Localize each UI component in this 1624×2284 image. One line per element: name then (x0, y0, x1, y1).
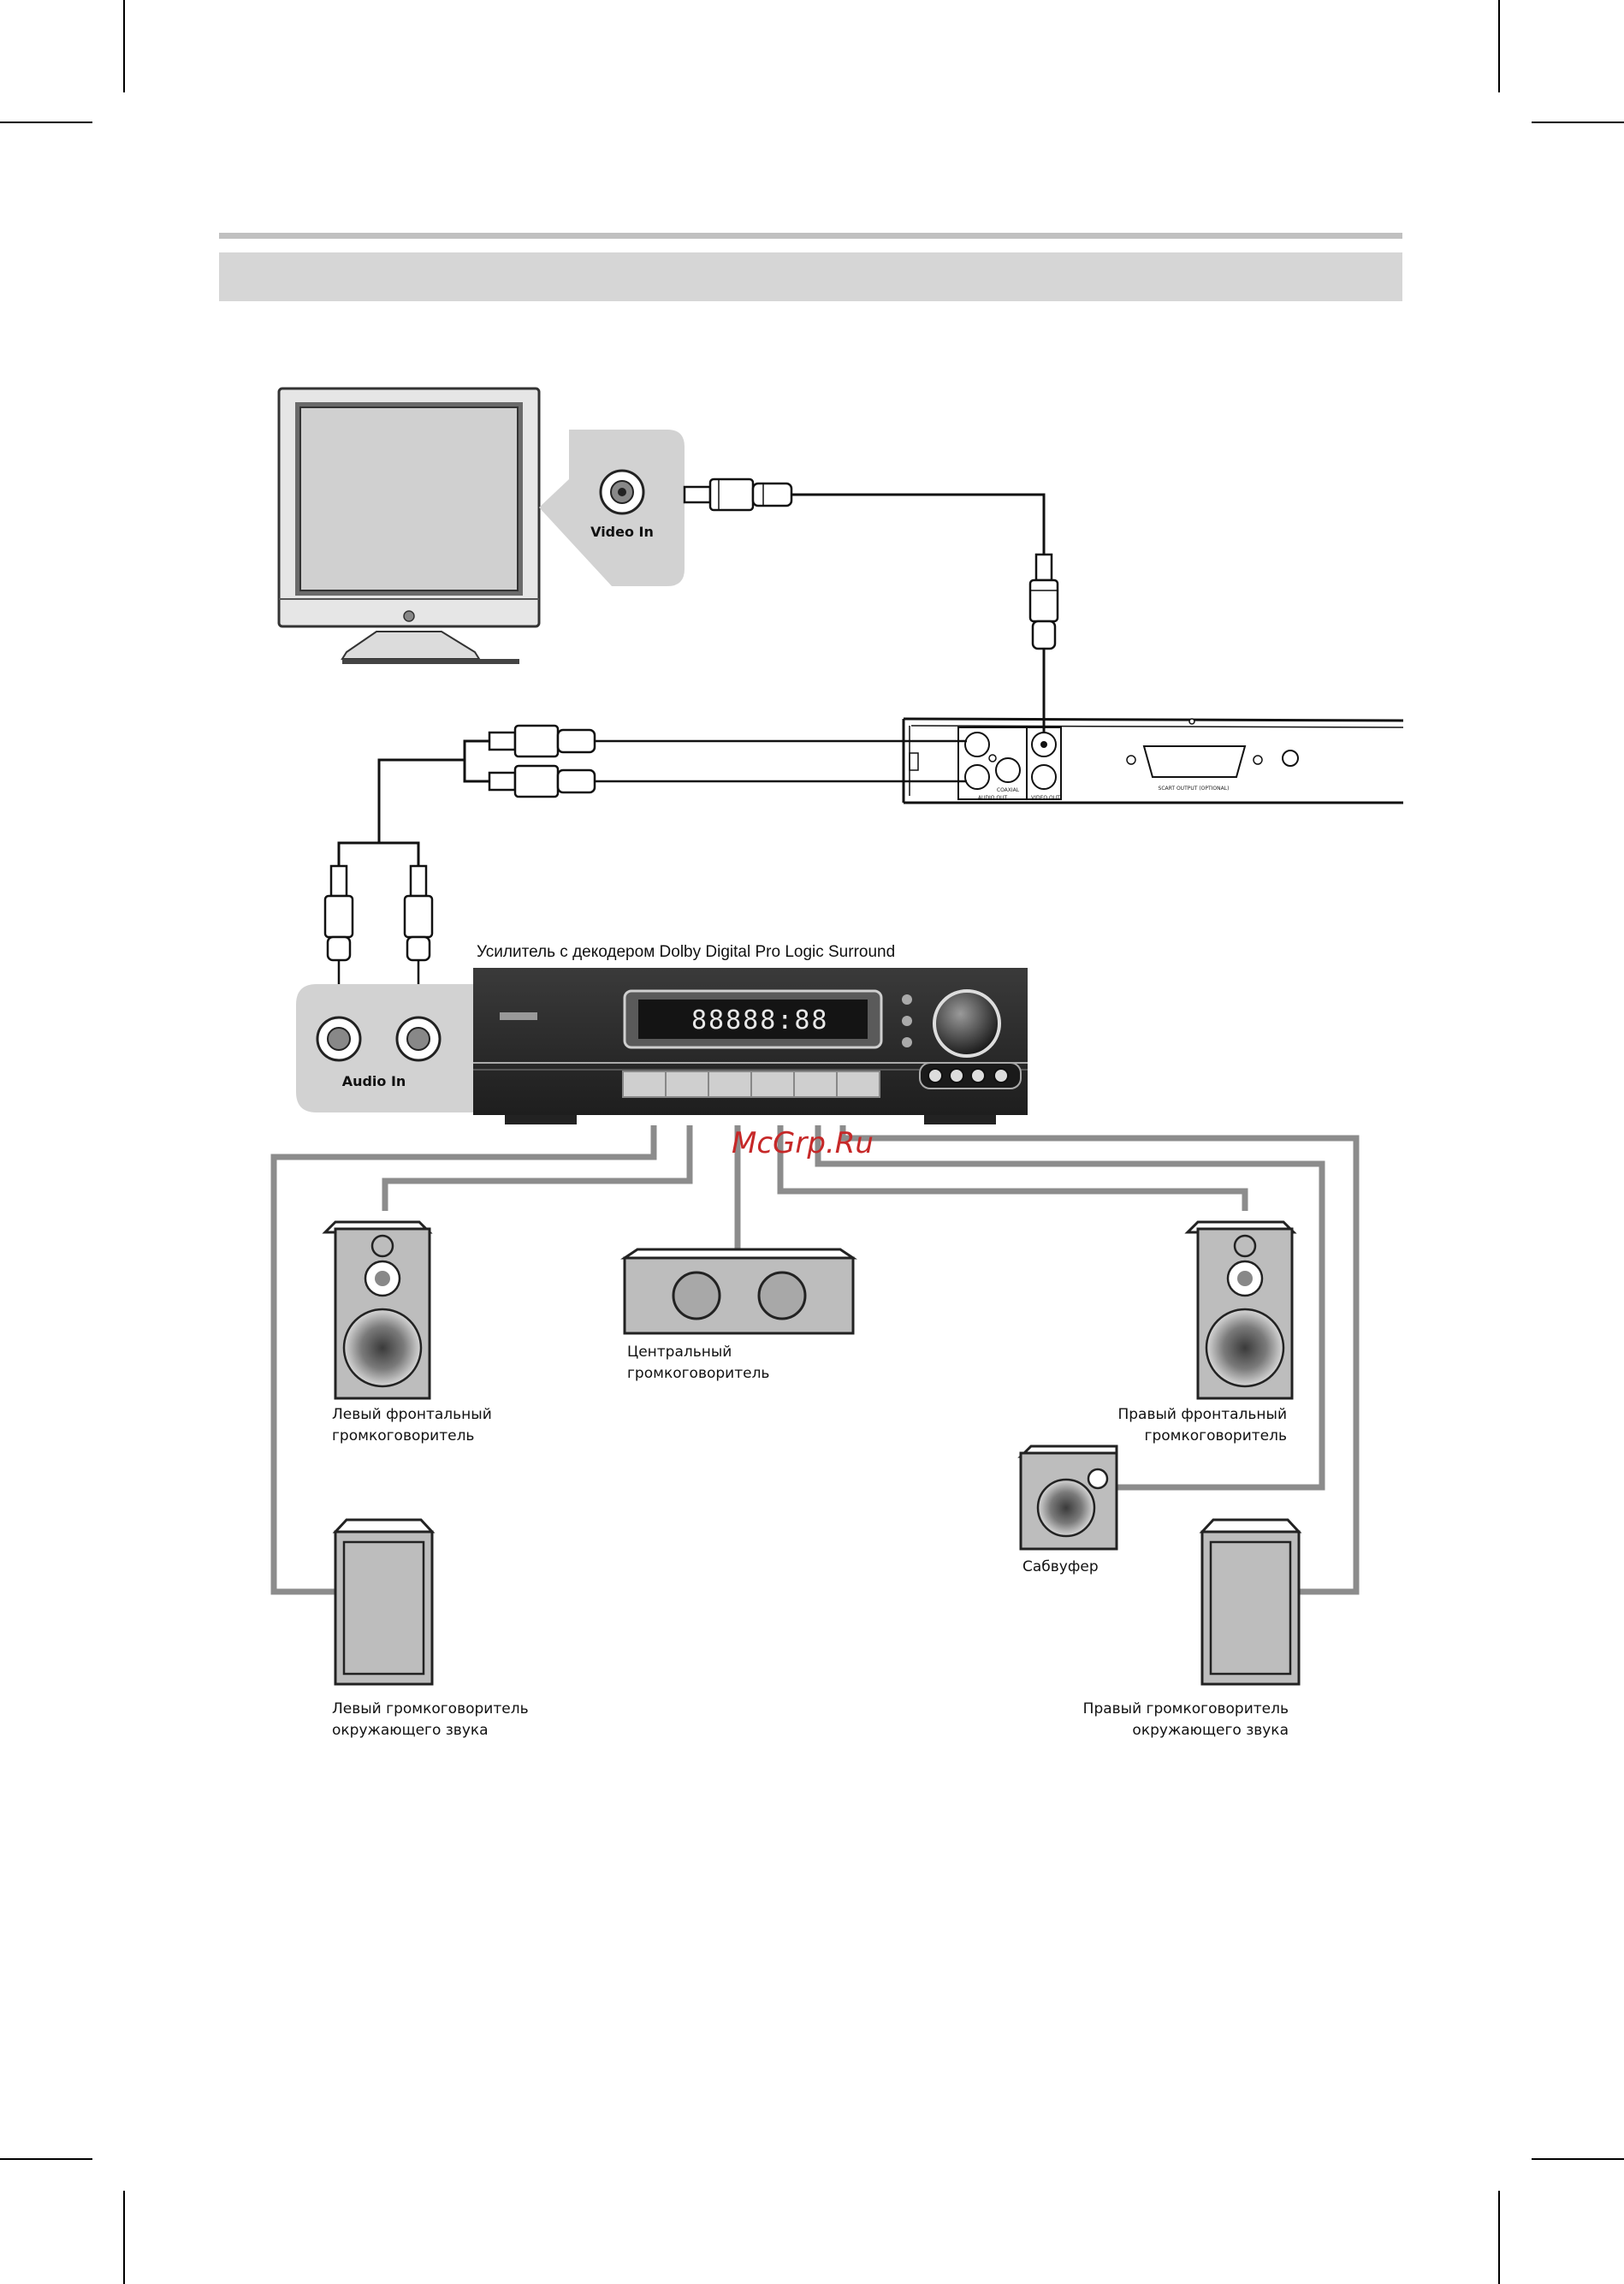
center-driver-left (672, 1271, 721, 1320)
audio-plug-lower (488, 764, 596, 798)
audio-plug-upper (488, 724, 596, 758)
amp-jack-4 (993, 1068, 1009, 1083)
amp-jack-3 (970, 1068, 986, 1083)
amp-led-1 (902, 994, 912, 1005)
amp-led-2 (902, 1016, 912, 1026)
amp-jack-2 (949, 1068, 964, 1083)
video-in-label: Video In (590, 524, 654, 540)
amplifier: 88888:88 (473, 968, 1028, 1124)
amp-jack-1 (928, 1068, 943, 1083)
left-front-speaker (322, 1220, 433, 1400)
right-surround-label-2: окружающего звука (1132, 1722, 1289, 1739)
svideo-jack (1031, 764, 1057, 790)
audio-cable (323, 724, 967, 1025)
left-surround-label-2: окружающего звука (332, 1722, 489, 1739)
left-surround-speaker (332, 1518, 436, 1686)
right-front-speaker (1184, 1220, 1297, 1400)
scart-connector (1142, 745, 1247, 778)
volume-knob (933, 989, 1001, 1058)
amp-led-3 (902, 1037, 912, 1047)
amplifier-label: Усилитель с декодером Dolby Digital Pro … (477, 943, 895, 961)
audio-out-label: AUDIO OUT (978, 795, 1008, 801)
left-front-label-2: громкоговоритель (332, 1427, 474, 1445)
subwoofer-port (1087, 1468, 1109, 1490)
speaker-wires (270, 1125, 1360, 1595)
audio-out-jack-1 (964, 732, 990, 757)
audio-in-callout: Audio In (296, 984, 473, 1112)
dvd-player-rear: AUDIO OUT VIDEO OUT COAXIAL SCART OUTPUT… (902, 717, 1404, 804)
right-front-label-2: громкоговоритель (1145, 1427, 1287, 1445)
video-out-label: VIDEO OUT (1031, 795, 1060, 801)
watermark: McGrp.Ru (732, 1126, 874, 1160)
right-surround-speaker (1199, 1518, 1302, 1686)
audio-plug-left-vertical (323, 864, 354, 1025)
right-front-label-1: Правый фронтальный (1117, 1406, 1287, 1423)
tv-monitor (277, 387, 541, 664)
coaxial-label: COAXIAL (997, 787, 1020, 793)
coaxial-jack (995, 757, 1021, 783)
dvd-screw (1282, 750, 1299, 767)
audio-in-label: Audio In (342, 1073, 406, 1089)
left-front-label-1: Левый фронтальный (332, 1406, 492, 1423)
tweeter (370, 1234, 394, 1258)
center-speaker-label-1: Центральный (627, 1344, 732, 1361)
header-bar (219, 252, 1402, 301)
header-line (219, 233, 1402, 239)
video-in-callout: Video In (539, 430, 685, 586)
subwoofer-driver (1036, 1478, 1096, 1538)
center-speaker-label-2: громкоговоритель (627, 1365, 769, 1382)
scart-label: SCART OUTPUT (OPTIONAL) (1159, 786, 1230, 792)
subwoofer (1017, 1445, 1118, 1551)
video-cable (683, 478, 1059, 736)
woofer (342, 1308, 423, 1388)
left-surround-label-1: Левый громкоговоритель (332, 1700, 529, 1717)
video-plug-vertical (1028, 553, 1059, 650)
video-plug-horizontal (683, 478, 793, 512)
center-driver-right (757, 1271, 807, 1320)
amplifier-display: 88888:88 (691, 1006, 829, 1035)
subwoofer-label: Сабвуфер (1022, 1558, 1099, 1575)
tweeter (1233, 1234, 1257, 1258)
center-speaker (620, 1248, 857, 1335)
right-surround-label-1: Правый громкоговоритель (1083, 1700, 1289, 1717)
audio-plug-right-vertical (403, 864, 434, 1025)
woofer (1205, 1308, 1285, 1388)
audio-out-jack-2 (964, 764, 990, 790)
